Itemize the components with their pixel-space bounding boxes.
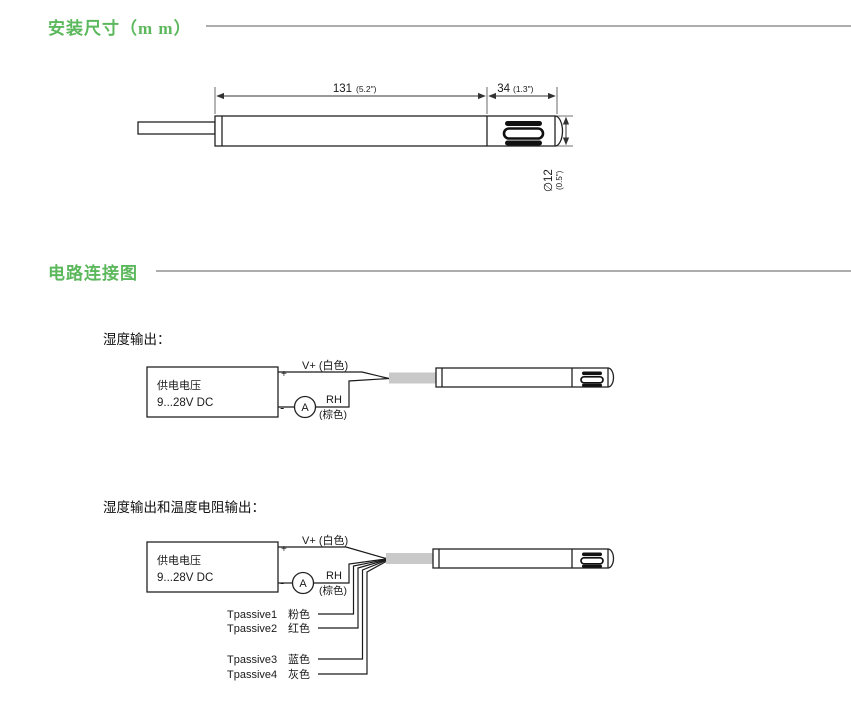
plus-terminal-label-2: +	[281, 544, 287, 555]
probe-lines-small-2	[438, 549, 573, 568]
vplus-label-2: V+ (白色)	[302, 533, 348, 547]
section-title-circuit: 电路连接图	[48, 264, 138, 283]
vent-slot-middle	[502, 127, 545, 140]
vplus-wire-2	[278, 546, 387, 560]
rh-wire-2	[313, 558, 387, 584]
supply-label-line1: 供电电压	[157, 378, 201, 392]
supply2-label-line1: 供电电压	[157, 553, 201, 567]
dim-tip-inch: (1.3")	[513, 84, 534, 94]
vent-slot-top-small	[582, 371, 602, 376]
dim-diameter-inch: (0.5")	[555, 170, 564, 190]
rh-label: RH	[326, 394, 342, 406]
rh-label-2: RH	[326, 570, 342, 582]
section-rule-dimensions	[206, 25, 851, 27]
probe-body-small-2	[432, 548, 609, 569]
probe-end-cap-small	[607, 367, 615, 388]
tpassive3-color: 蓝色	[288, 652, 310, 666]
tpassive2-name: Tpassive2	[227, 623, 277, 635]
circuit-diagram-humidity: 供电电压 9...28V DC + - V+ (白色) A RH (棕色)	[146, 358, 615, 421]
tpassive4-color: 灰色	[288, 667, 310, 681]
tpassive1-name: Tpassive1	[227, 609, 277, 621]
probe-end-cap	[554, 115, 564, 147]
rh-color-label-2: (棕色)	[319, 584, 347, 597]
supply2-label-line2: 9...28V DC	[157, 572, 213, 584]
tpassive1-wire	[318, 558, 387, 615]
supply-label-line2: 9...28V DC	[157, 397, 213, 409]
tpassive4-wire	[318, 560, 387, 675]
vplus-wire	[278, 371, 390, 380]
vplus-label: V+ (白色)	[302, 358, 348, 372]
rh-wire	[315, 377, 390, 408]
vent-slot-bottom-small-2	[582, 564, 602, 568]
probe-cable-gray-2	[386, 553, 433, 564]
power-supply-box-2	[146, 541, 279, 593]
tpassive2-color: 红色	[288, 621, 310, 635]
plus-terminal-label: +	[281, 369, 287, 380]
section-title-dimensions: 安装尺寸（m m）	[48, 19, 192, 38]
caption-combined-output: 湿度输出和温度电阻输出：	[103, 500, 265, 515]
tpassive2-wire	[318, 559, 387, 629]
dim-body-mm: 131	[333, 83, 352, 95]
circuit-diagram-combined: 供电电压 9...28V DC + - V+ (白色) A RH (棕色) Tp…	[146, 533, 615, 681]
dim-tip-mm: 34	[497, 83, 510, 95]
vent-slot-bottom-small	[582, 383, 602, 387]
tpassive3-wire	[318, 559, 387, 660]
probe-body	[214, 115, 556, 147]
rh-color-label: (棕色)	[319, 408, 347, 421]
dim-diameter-mm: ∅12	[543, 169, 555, 192]
ammeter-label: A	[301, 402, 309, 414]
tpassive4-name: Tpassive4	[227, 669, 277, 681]
dimension-drawing: 131 (5.2") 34 (1.3") ∅12 (0.5")	[137, 83, 573, 192]
probe-body-small	[435, 367, 609, 388]
vent-slot-bottom	[505, 140, 542, 146]
vent-slot-top-small-2	[582, 552, 602, 557]
tpassive1-color: 粉色	[288, 607, 310, 621]
probe-cable	[137, 121, 216, 135]
probe-cable-gray	[389, 372, 436, 384]
vent-slot-middle-small	[580, 375, 604, 384]
probe-lines-small	[441, 368, 573, 387]
tpassive3-name: Tpassive3	[227, 654, 277, 666]
caption-humidity-output: 湿度输出：	[103, 332, 171, 347]
power-supply-box	[146, 366, 279, 418]
vent-slot-middle-small-2	[580, 556, 604, 565]
dim-body-inch: (5.2")	[356, 84, 377, 94]
ext-line-diameter	[556, 115, 573, 147]
probe-end-cap-small-2	[607, 548, 615, 569]
section-rule-circuit	[156, 270, 851, 272]
ammeter-label-2: A	[299, 578, 307, 590]
vent-slot-top	[505, 121, 542, 126]
